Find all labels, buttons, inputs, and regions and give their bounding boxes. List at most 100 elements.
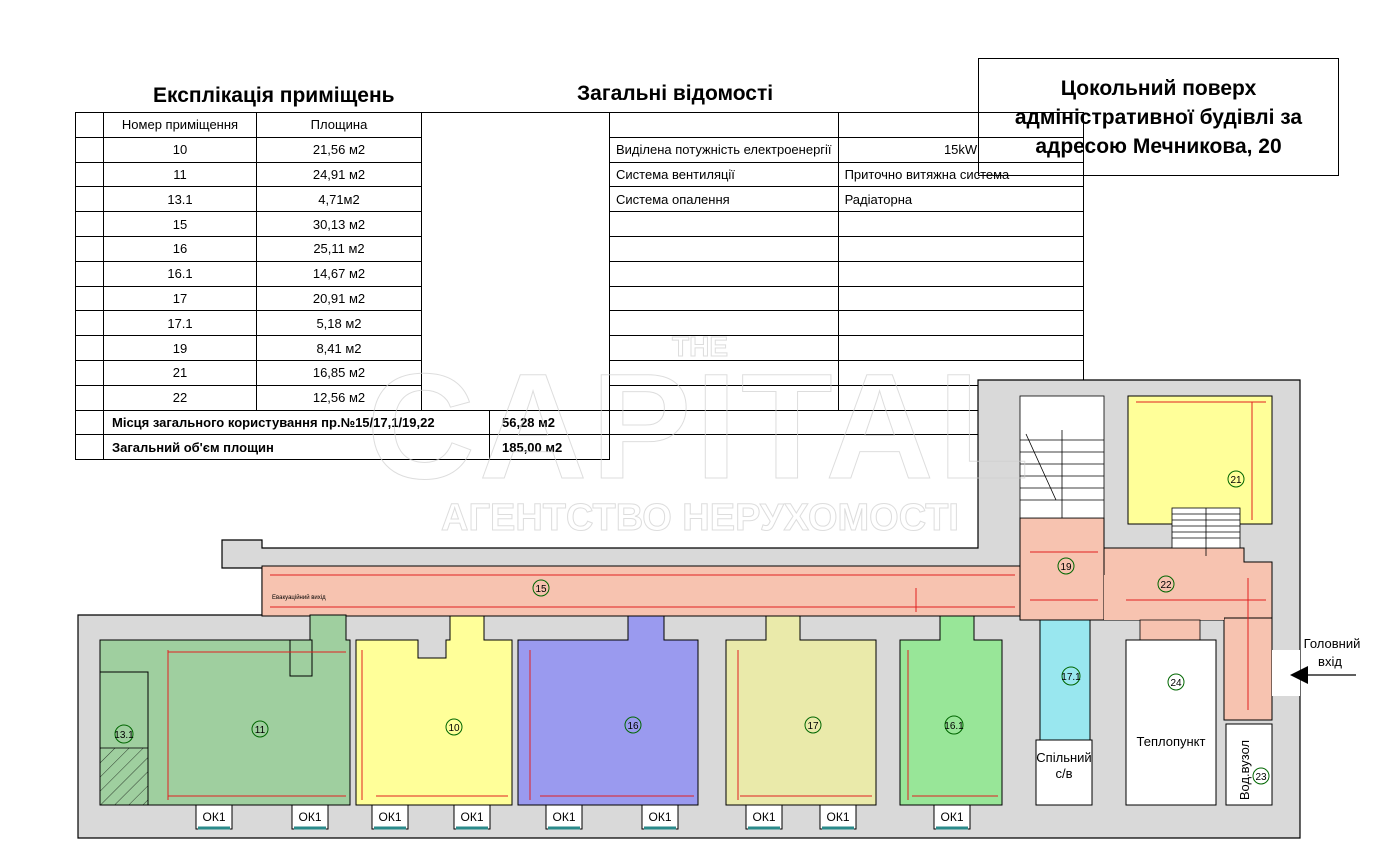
title-line-1: Цокольний поверх xyxy=(1060,76,1257,100)
window-box xyxy=(371,804,409,830)
room-number-cell: 17.1 xyxy=(103,310,257,337)
room-area-cell: 21,56 м2 xyxy=(256,136,422,163)
table-header-row: Номер приміщення Площина xyxy=(75,112,1084,138)
value-cell xyxy=(837,260,1084,287)
common-area-value: 56,28 м2 xyxy=(489,409,610,436)
room-16 xyxy=(517,615,699,806)
window-label: ОК1 xyxy=(553,810,576,824)
total-area-label: Загальний об'єм площин xyxy=(103,434,490,461)
entrance-label-1: Головний xyxy=(1304,636,1361,651)
param-cell xyxy=(609,359,839,386)
title-line-3: адресою Мечникова, 20 xyxy=(1035,134,1282,158)
room-label-13-1: 13.1 xyxy=(114,730,134,741)
room-21 xyxy=(1127,395,1273,525)
window-label: ОК1 xyxy=(827,810,850,824)
header-area: Площина xyxy=(256,112,422,138)
room-label-19: 19 xyxy=(1060,562,1072,573)
param-cell: Система вентиляції xyxy=(609,161,839,188)
total-area-value: 185,00 м2 xyxy=(489,434,610,461)
window-label: ОК1 xyxy=(379,810,402,824)
room-17 xyxy=(725,615,877,806)
room-10 xyxy=(355,615,513,806)
value-cell xyxy=(837,310,1084,337)
shared-wc xyxy=(1035,739,1093,806)
room-19 xyxy=(1019,517,1105,621)
entrance-label-2: вхід xyxy=(1318,654,1342,669)
evac-exit-label: Евакуаційний вихід xyxy=(272,594,326,601)
room-number-cell: 22 xyxy=(103,384,257,411)
general-info-heading: Загальні відомості xyxy=(577,82,774,105)
room-area-cell: 20,91 м2 xyxy=(256,285,422,312)
window-box xyxy=(195,804,233,830)
watermark-line-3: АГЕНТСТВО НЕРУХОМОСТІ xyxy=(441,497,959,539)
room-label-22: 22 xyxy=(1160,580,1172,591)
floor-title-box: Цокольний поверх адміністративної будівл… xyxy=(978,58,1339,176)
window-label: ОК1 xyxy=(203,810,226,824)
room-15 xyxy=(261,565,1021,617)
main-stairs xyxy=(1019,395,1105,519)
room-label-21: 21 xyxy=(1230,475,1242,486)
room-label-23: 23 xyxy=(1255,772,1267,783)
dimension-lines xyxy=(167,401,1266,800)
room-number-cell: 11 xyxy=(103,161,257,188)
room-label-16-1: 16.1 xyxy=(944,721,964,732)
window-box xyxy=(819,804,857,830)
window-box xyxy=(745,804,783,830)
stairs-21 xyxy=(1171,507,1241,556)
water-node-label: Вод.вузол xyxy=(1237,740,1252,800)
room-number-cell: 10 xyxy=(103,136,257,163)
room-24 xyxy=(1125,639,1217,806)
value-cell: Радіаторна xyxy=(837,186,1084,213)
room-number-cell: 19 xyxy=(103,335,257,361)
window-label: ОК1 xyxy=(753,810,776,824)
room-label-17-1: 17.1 xyxy=(1061,672,1081,683)
room-11 xyxy=(99,614,351,806)
param-cell xyxy=(609,335,839,361)
explication-heading: Експлікація приміщень xyxy=(153,84,395,107)
room-number-cell: 15 xyxy=(103,211,257,237)
window-label: ОК1 xyxy=(649,810,672,824)
window-box xyxy=(641,804,679,830)
watermark-line-2: CAPITAL xyxy=(367,342,1034,510)
value-cell xyxy=(837,235,1084,262)
room-label-15: 15 xyxy=(535,584,547,595)
shared-wc-label-2: с/в xyxy=(1055,766,1072,781)
param-cell xyxy=(609,260,839,287)
heat-point-label: Теплопункт xyxy=(1137,734,1206,749)
param-cell xyxy=(609,285,839,312)
entrance-arrow-icon xyxy=(1290,666,1356,684)
room-23 xyxy=(1225,723,1273,806)
room-label-11: 11 xyxy=(255,725,266,736)
room-number-cell: 13.1 xyxy=(103,186,257,213)
room-area-cell: 14,67 м2 xyxy=(256,260,422,287)
room-area-cell: 4,71м2 xyxy=(256,186,422,213)
room-label-16: 16 xyxy=(627,721,639,732)
window-box xyxy=(453,804,491,830)
param-cell xyxy=(609,211,839,237)
room-label-10: 10 xyxy=(448,723,460,734)
room-area-cell: 8,41 м2 xyxy=(256,335,422,361)
title-line-2: адміністративної будівлі за xyxy=(1014,105,1303,129)
room-label-24: 24 xyxy=(1170,678,1182,689)
window-box xyxy=(933,804,971,830)
room-16-1 xyxy=(899,615,1003,806)
window-box xyxy=(291,804,329,830)
room-label-17: 17 xyxy=(807,721,819,732)
watermark-line-1: THE xyxy=(672,331,728,362)
window-label: ОК1 xyxy=(941,810,964,824)
shared-wc-label: Спільний xyxy=(1036,750,1091,765)
window-label: ОК1 xyxy=(461,810,484,824)
